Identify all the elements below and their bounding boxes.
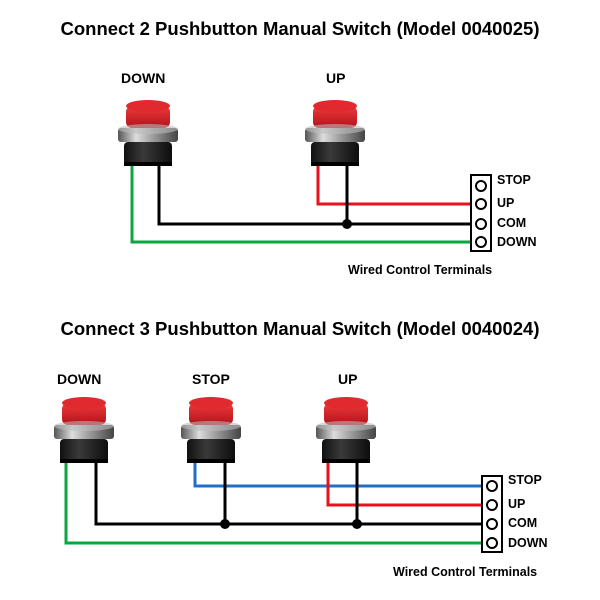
diagram2-stop-label: STOP	[192, 371, 230, 387]
diagram2-title: Connect 3 Pushbutton Manual Switch (Mode…	[60, 318, 540, 339]
diagram2-junction-dot-stop	[220, 519, 230, 529]
diagram1-caption: Wired Control Terminals	[348, 263, 493, 277]
diagram2-terminal-stop: STOP	[508, 473, 542, 487]
diagram2-up-label: UP	[338, 371, 358, 387]
diagram1-terminal-block	[470, 174, 492, 252]
diagram1-down-label: DOWN	[121, 70, 166, 86]
diagram1-title: Connect 2 Pushbutton Manual Switch (Mode…	[60, 18, 540, 39]
diagram2-up-button	[316, 397, 376, 463]
diagram2-wires	[64, 470, 492, 545]
diagram2-down-label: DOWN	[57, 371, 102, 387]
diagram1-up-label: UP	[326, 70, 346, 86]
diagram1-down-button	[118, 100, 178, 166]
diagram1-terminal-stop: STOP	[497, 173, 531, 187]
diagram1-junction-dot	[342, 219, 352, 229]
diagram1-up-button	[305, 100, 365, 166]
diagram2-down-button	[54, 397, 114, 463]
diagram2-stop-button	[181, 397, 241, 463]
diagram2-terminal-com: COM	[508, 516, 538, 530]
diagram2-junction-dot-up	[352, 519, 362, 529]
diagram1-terminal-com: COM	[497, 216, 527, 230]
diagram2-terminal-up: UP	[508, 497, 526, 511]
diagram1-wires	[130, 170, 482, 244]
diagram1-terminal-down: DOWN	[497, 235, 537, 249]
diagram2-terminal-block	[481, 475, 503, 553]
diagram1-terminal-up: UP	[497, 196, 515, 210]
diagram2-caption: Wired Control Terminals	[393, 565, 538, 579]
diagram2-terminal-down: DOWN	[508, 536, 548, 550]
